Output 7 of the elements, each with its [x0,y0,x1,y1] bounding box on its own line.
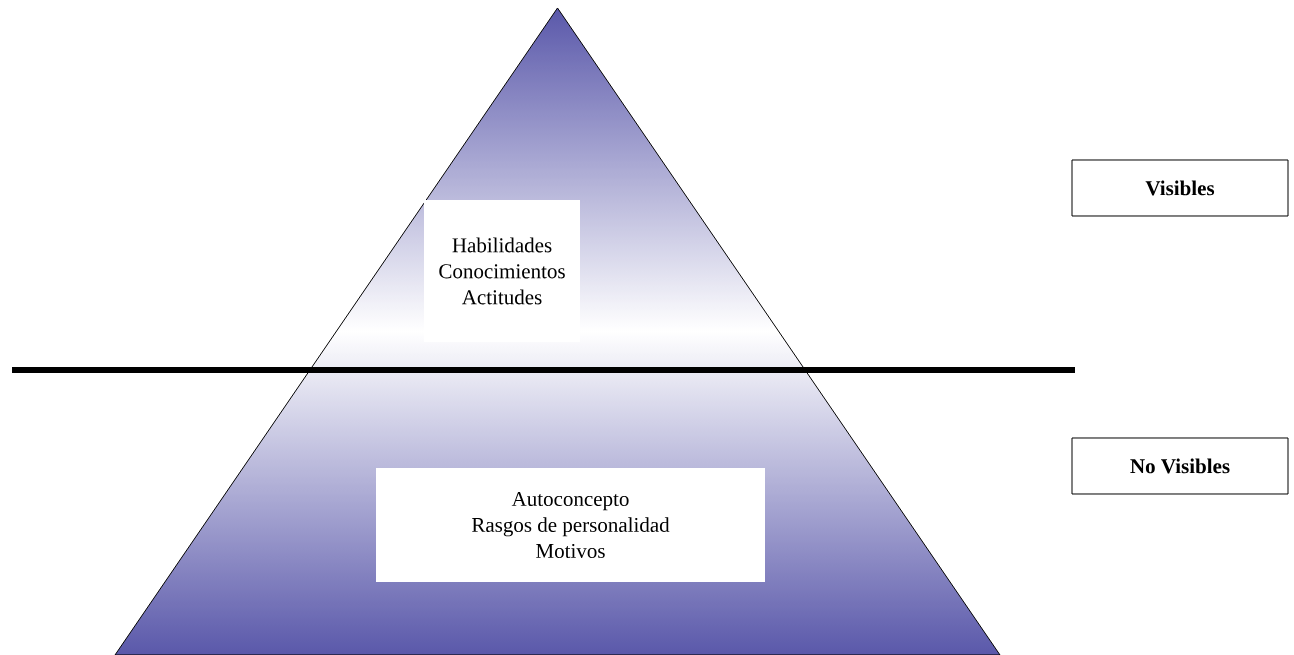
label-box: No Visibles [1071,437,1289,495]
node-label: Conocimientos [439,264,565,279]
text-box: Habilidades Conocimientos Actitudes [424,200,580,342]
text-box: Autoconcepto Rasgos de personalidad Motivos [376,468,765,582]
node-label: Habilidades [452,237,552,253]
label-box: Visibles [1071,159,1289,217]
node-label: Actitudes [461,289,542,305]
